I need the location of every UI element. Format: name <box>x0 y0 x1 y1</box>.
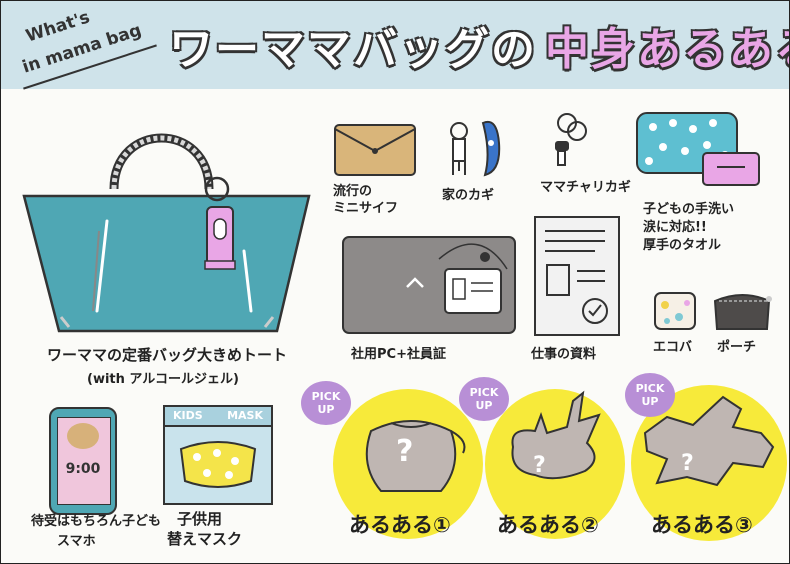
title-accent: 中身あるある <box>545 24 789 75</box>
mask-pack-mask: MASK <box>227 409 263 422</box>
pickup-2-badge: PICK UP <box>459 377 509 421</box>
wallet-label-line1: 流行の <box>333 184 373 199</box>
bike-key-illustration <box>555 113 587 166</box>
ecobag-illustration <box>654 292 696 330</box>
documents-label: 仕事の資料 <box>531 347 597 362</box>
laptop-and-id-illustration <box>342 236 516 334</box>
tote-bag-illustration <box>22 133 311 333</box>
ecobag-label: エコバ <box>653 340 693 355</box>
wallet-illustration <box>334 124 416 176</box>
pickup-3-question-mark: ? <box>681 451 694 476</box>
pickup-2-question-mark: ? <box>533 453 546 478</box>
pickup-3-label: あるある③ <box>651 513 753 537</box>
pickup-3-shredded-item-icon <box>643 395 775 487</box>
pickup-2-badge-line2: UP <box>475 399 493 412</box>
page-title: ワーママバッグの 中身あるある <box>169 15 789 75</box>
towel-label-line2: 涙に対応!! <box>643 220 707 235</box>
pickup-1-badge-line1: PICK <box>311 390 341 403</box>
laptop-label: 社用PC+社員証 <box>351 347 446 362</box>
house-key-label: 家のカギ <box>442 188 495 203</box>
house-key-illustration <box>450 121 501 177</box>
pouch-label: ポーチ <box>717 340 757 355</box>
mask-icon <box>179 441 257 488</box>
pickup-3-badge-line2: UP <box>641 395 659 408</box>
pickup-2-badge-line1: PICK <box>469 386 499 399</box>
mask-pack-kids: KIDS <box>173 409 203 422</box>
bike-key-label: ママチャリカギ <box>540 180 631 195</box>
towel-illustration <box>636 112 760 186</box>
mask-pack: KIDS MASK <box>163 405 273 505</box>
pickup-2-crumpled-item-icon <box>511 390 601 480</box>
phone-label-line2: スマホ <box>57 534 96 549</box>
phone-label-line1: 待受はもちろん子ども <box>31 514 162 529</box>
tote-label-line1: ワーママの定番バッグ大きめトート <box>47 346 288 364</box>
pickup-3-badge: PICK UP <box>625 373 675 417</box>
pickup-2-label: あるある② <box>497 513 599 537</box>
tagline: What's in mama bag <box>15 7 165 90</box>
towel-label-line3: 厚手のタオル <box>643 238 722 253</box>
tote-label-line2: (with アルコールジェル) <box>87 372 239 387</box>
title-main: ワーママバッグの <box>169 24 537 75</box>
mask-label-line2: 替えマスク <box>167 530 243 548</box>
phone-time: 9:00 <box>65 461 101 477</box>
pickup-1-label: あるある① <box>349 513 451 537</box>
pickup-1-drawstring-bag-icon <box>365 420 466 492</box>
pickup-1-badge: PICK UP <box>301 381 351 425</box>
wallet-label-line2: ミニサイフ <box>333 201 399 216</box>
pickup-1-question-mark: ? <box>396 434 414 469</box>
pickup-1-badge-line2: UP <box>317 403 335 416</box>
documents-illustration <box>534 216 620 336</box>
smartphone: 9:00 <box>49 407 117 515</box>
mask-label-line1: 子供用 <box>177 510 223 528</box>
towel-label-line1: 子どもの手洗い <box>643 202 735 217</box>
mask-pack-header: KIDS MASK <box>165 407 271 427</box>
pouch-illustration <box>713 294 772 330</box>
header-banner: What's in mama bag ワーママバッグの 中身あるある <box>1 1 789 90</box>
pickup-3-badge-line1: PICK <box>635 382 665 395</box>
child-photo-icon <box>67 423 99 449</box>
